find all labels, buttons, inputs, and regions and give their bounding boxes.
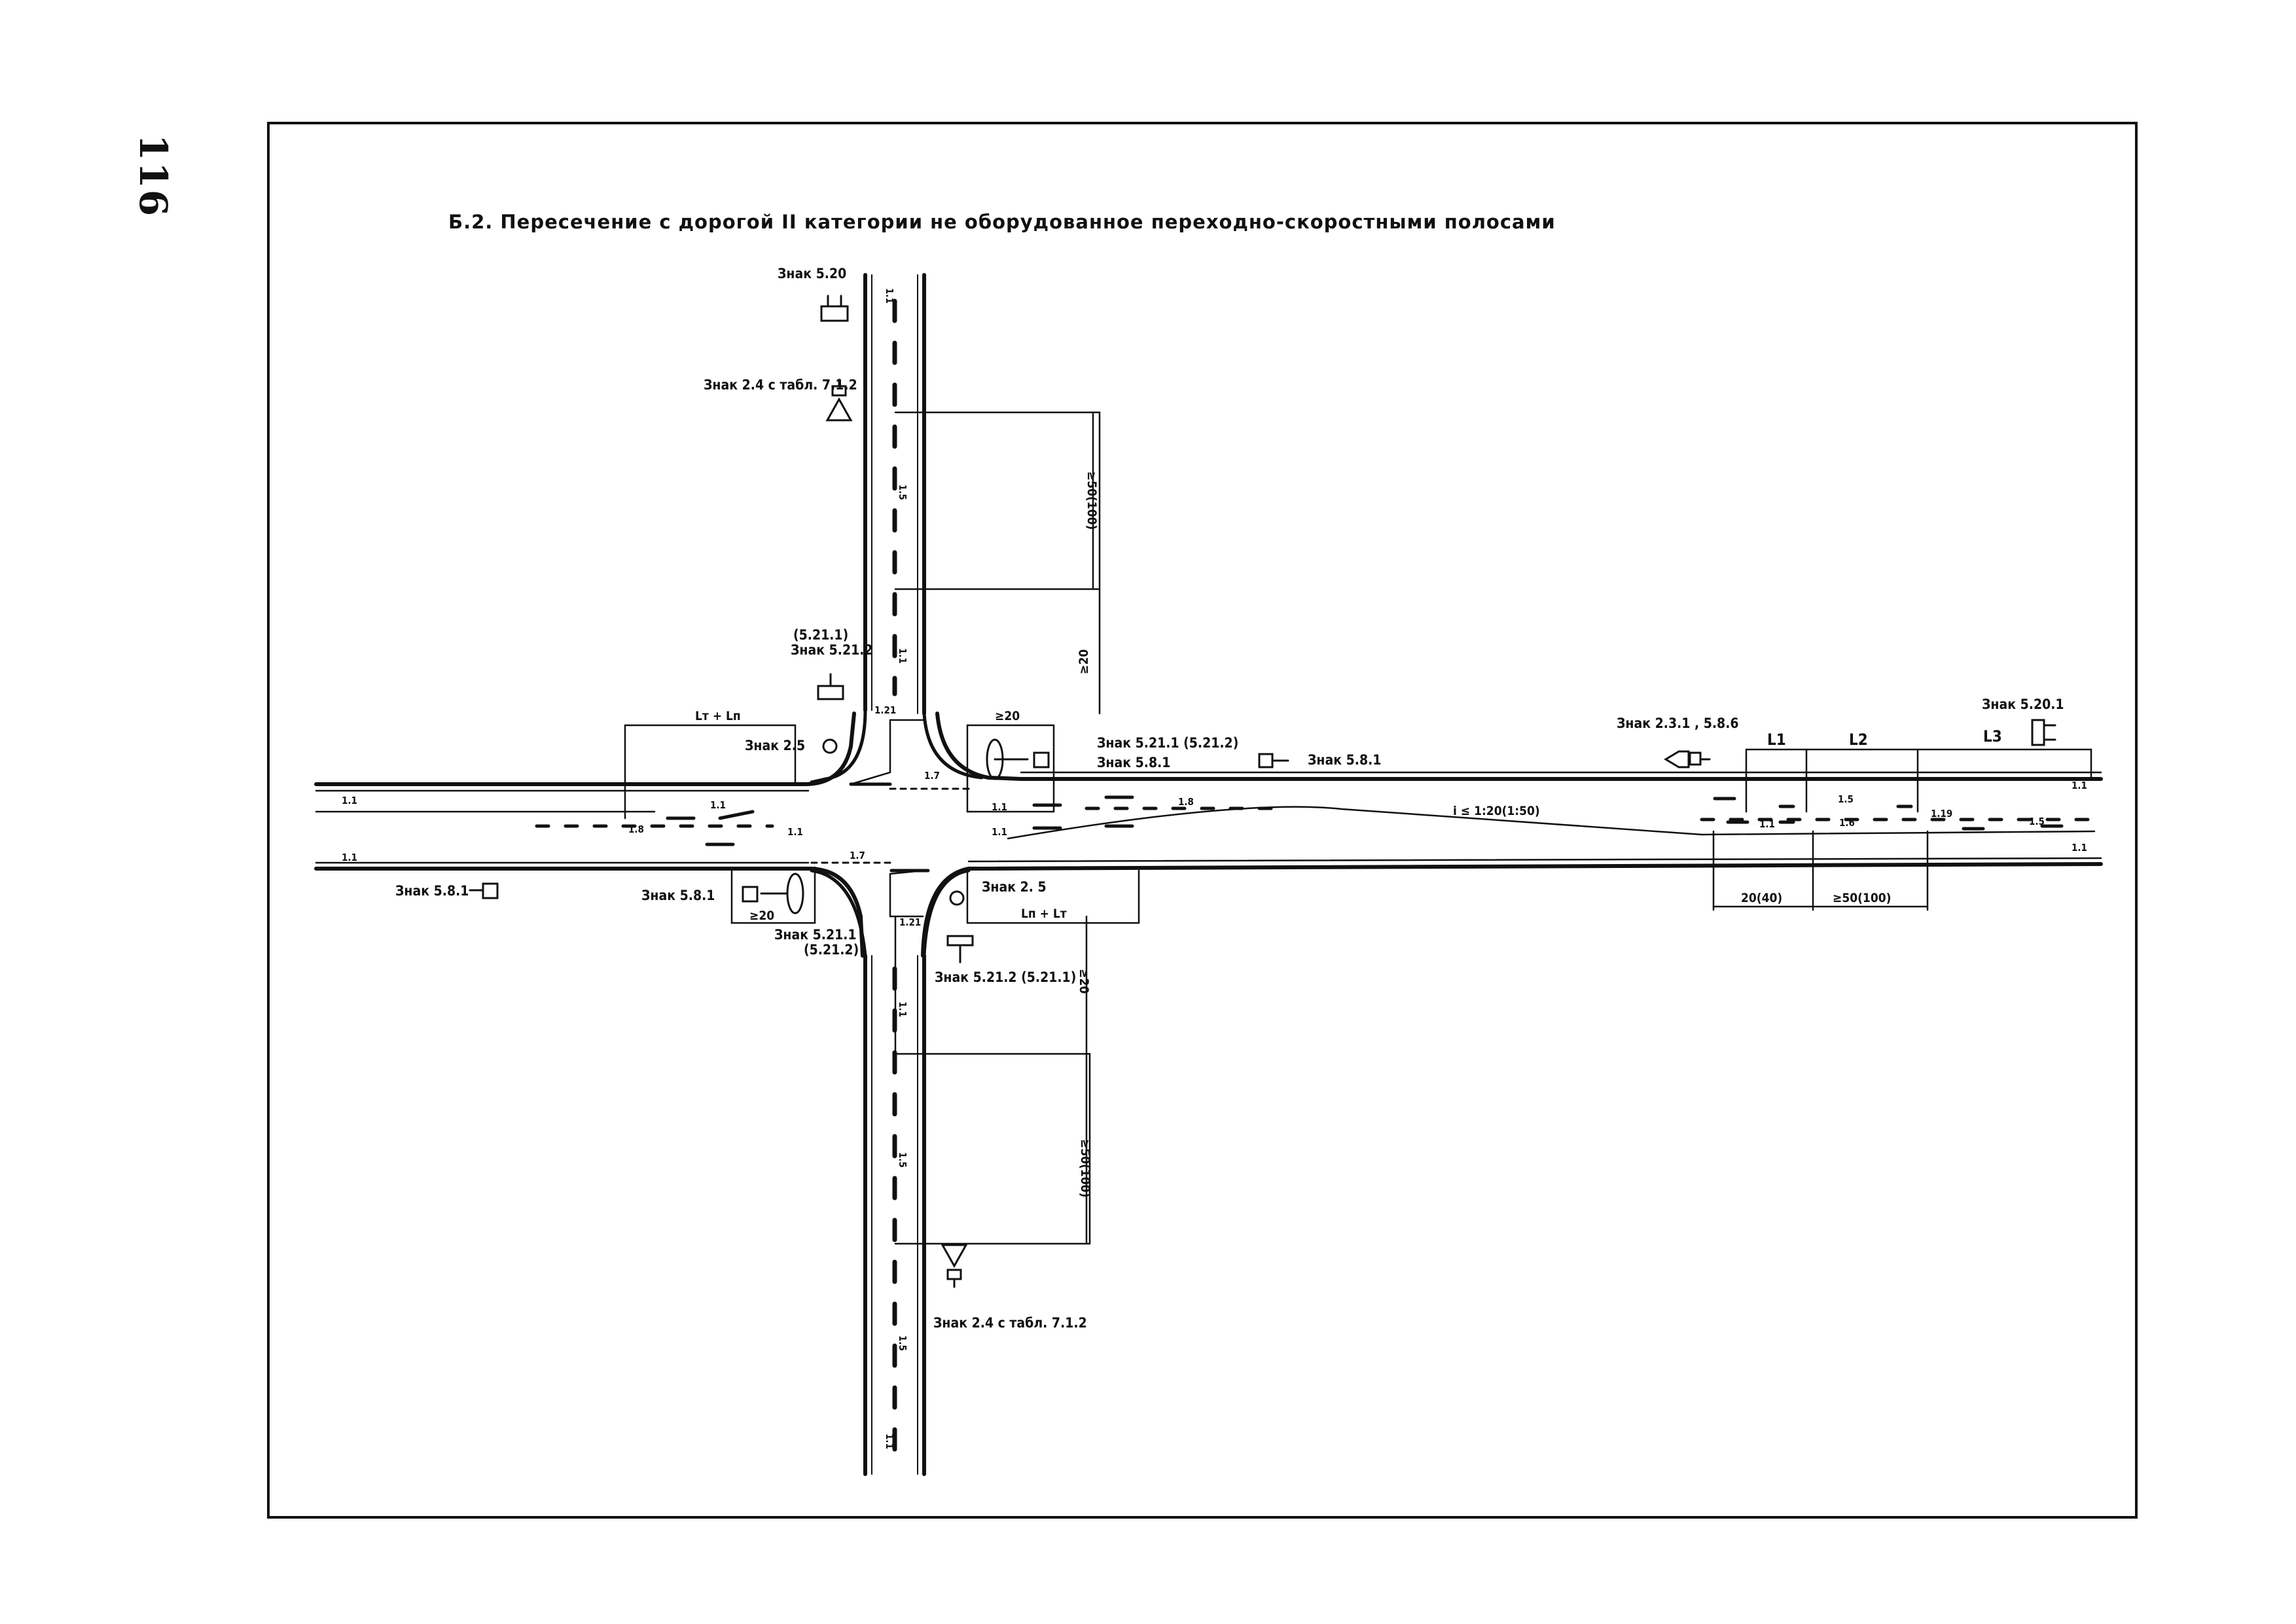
dim-se-lt: Lп + Lт [1021,907,1067,921]
dim-nw-lt: Lт + Lп [695,709,741,723]
south-road [810,869,971,1476]
marking-11-e1: 1.1 [992,801,1007,813]
marking-18-w: 1.8 [628,823,644,835]
marking-11-e2: 1.1 [992,826,1007,838]
sign-label-east-5201: Знак 5.20.1 [1982,696,2064,712]
sign-label-north-24: Знак 2.4 с табл. 7.1.2 [704,377,857,393]
sign-label-south-24: Знак 2.4 с табл. 7.1.2 [933,1315,1087,1331]
marking-11-n1: 1.1 [884,288,895,304]
dimension-lines [624,411,2092,1245]
sign-label-north-5211a: (5.21.1) [793,627,848,643]
marking-15-e1: 1.5 [1838,793,1854,805]
sign-label-east-231: Знак 2.3.1 , 5.8.6 [1617,715,1739,731]
marking-15-s2: 1.5 [897,1335,908,1351]
marking-11-s2: 1.1 [884,1434,895,1449]
dim-l2: L2 [1849,731,1868,749]
dim-l3: L3 [1983,727,2002,746]
main-road [314,712,2103,958]
sign-label-sw-5211a: Знак 5.21.1 [774,927,857,943]
drawing-frame [267,122,2138,1519]
marking-11-w1: 1.1 [342,795,357,806]
marking-15-n: 1.5 [897,484,908,500]
dim-east-50: ≥50(100) [1833,891,1891,905]
sign-label-se-5212: Знак 5.21.2 (5.21.1) [935,969,1076,985]
dim-l1: L1 [1767,731,1786,749]
dim-north-50: ≥50(100) [1085,471,1099,530]
sign-label-nw-25: Знак 2.5 [745,738,805,753]
dim-taper: i ≤ 1:20(1:50) [1453,804,1540,818]
sign-label-sw-581: Знак 5.8.1 [641,888,715,903]
marking-11-s1: 1.1 [897,1001,908,1017]
marking-11-e4: 1.1 [2072,780,2087,791]
marking-11-e5: 1.1 [2072,842,2087,854]
marking-16-e: 1.6 [1839,817,1855,829]
marking-15-s1: 1.5 [897,1152,908,1168]
marking-17-n: 1.7 [924,770,940,782]
sign-label-se-25: Знак 2. 5 [982,879,1047,895]
dim-south-50: ≥50(100) [1078,1139,1092,1197]
sign-label-north-top: Знак 5.20 [778,266,846,281]
sign-label-sw-5211b: (5.21.2) [804,942,859,958]
sign-label-ne-5211: Знак 5.21.1 (5.21.2) [1097,735,1238,751]
marking-11-n2: 1.1 [897,648,908,664]
dim-sw-20: ≥20 [749,909,774,923]
marking-15-e2: 1.5 [2029,816,2045,827]
marking-119-e: 1.19 [1931,808,1952,820]
north-road [810,273,984,784]
sign-label-east-581: Знак 5.8.1 [1308,752,1381,768]
dim-north-20: ≥20 [1077,649,1091,674]
marking-121-s: 1.21 [899,916,921,928]
dim-ne-20: ≥20 [995,709,1020,723]
marking-17-s: 1.7 [850,850,865,861]
marking-18-e: 1.8 [1178,796,1194,808]
sign-label-north-5211b: Знак 5.21.2 [791,642,873,658]
dim-south-20: ≥20 [1077,969,1091,994]
marking-121-n: 1.21 [874,704,896,716]
sign-label-ne-581: Знак 5.8.1 [1097,755,1170,770]
marking-11-w4: 1.1 [787,826,803,838]
marking-11-e3: 1.1 [1759,818,1775,830]
marking-11-w2: 1.1 [342,852,357,863]
marking-11-w3: 1.1 [710,799,726,811]
sign-label-west-581: Знак 5.8.1 [395,883,469,899]
drawing-title: Б.2. Пересечение с дорогой II категории … [448,211,1556,233]
dim-east-2040: 20(40) [1741,891,1782,905]
